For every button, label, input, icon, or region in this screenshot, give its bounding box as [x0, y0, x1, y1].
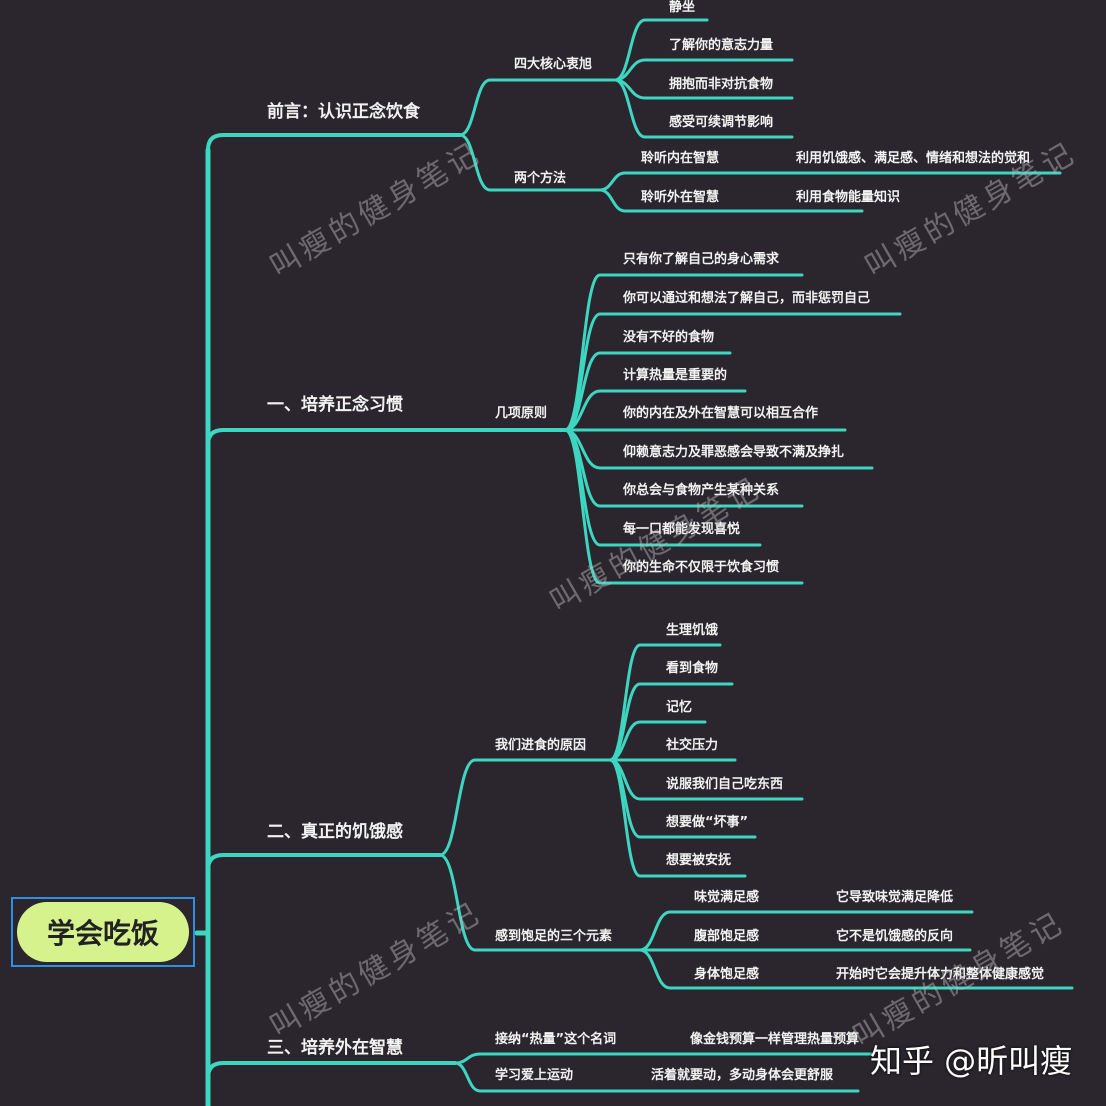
leaf[interactable]: 腹部饱足感: [694, 929, 760, 944]
leaf[interactable]: 你总会与食物产生某种关系: [623, 483, 780, 498]
connector: [206, 428, 567, 447]
leaf[interactable]: 聆听内在智慧: [641, 151, 720, 166]
connector: [453, 1052, 873, 1065]
node-four-core[interactable]: 四大核心衷旭: [514, 57, 593, 72]
leaf[interactable]: 仰赖意志力及罪恶感会导致不满及挣扎: [623, 445, 845, 460]
leaf-detail[interactable]: 它导致味觉满足降低: [836, 890, 954, 905]
leaf[interactable]: 说服我们自己吃东西: [666, 777, 784, 792]
leaf[interactable]: 感受可续调节影响: [669, 115, 774, 130]
leaf[interactable]: 静坐: [669, 0, 696, 15]
leaf[interactable]: 了解你的意志力量: [669, 38, 774, 53]
leaf[interactable]: 想要被安抚: [666, 853, 732, 868]
connector: [563, 351, 732, 432]
connector: [563, 428, 804, 585]
leaf[interactable]: 聆听外在智慧: [641, 190, 720, 205]
connector: [638, 948, 1074, 990]
leaf[interactable]: 你可以通过和想法了解自己，而非惩罚自己: [623, 291, 871, 306]
connector: [613, 78, 794, 139]
leaf[interactable]: 想要做“坏事”: [666, 815, 749, 830]
leaf[interactable]: 拥抱而非对抗食物: [669, 77, 774, 92]
leaf[interactable]: 社交压力: [666, 738, 719, 753]
leaf[interactable]: 看到食物: [666, 661, 719, 676]
leaf[interactable]: 味觉满足感: [694, 890, 760, 905]
leaf[interactable]: 计算热量是重要的: [623, 368, 728, 383]
leaf[interactable]: 身体饱足感: [694, 967, 760, 982]
zhihu-credit: 知乎 @昕叫瘦: [870, 1042, 1073, 1080]
root-node[interactable]: 学会吃饭: [17, 902, 189, 962]
branch-mindful-habits[interactable]: 一、培养正念习惯: [267, 395, 403, 415]
branch-true-hunger[interactable]: 二、真正的饥饿感: [267, 822, 403, 842]
connector: [458, 78, 617, 137]
branch-preface[interactable]: 前言：认识正念饮食: [267, 102, 420, 122]
node-principles[interactable]: 几项原则: [495, 406, 548, 421]
leaf-detail[interactable]: 它不是饥饿感的反向: [836, 929, 954, 944]
leaf-detail[interactable]: 活着就要动，多动身体会更舒服: [651, 1068, 834, 1083]
connector: [438, 853, 642, 952]
leaf[interactable]: 没有不好的食物: [623, 330, 715, 345]
root-node-frame[interactable]: 学会吃饭: [11, 897, 195, 967]
node-accept-calories[interactable]: 接纳“热量”这个名词: [495, 1032, 617, 1047]
node-two-methods[interactable]: 两个方法: [514, 171, 567, 186]
connector: [458, 133, 602, 192]
connector: [598, 188, 864, 213]
leaf[interactable]: 生理饥饿: [666, 623, 719, 638]
connector: [206, 133, 462, 152]
connector: [206, 1061, 457, 1080]
node-satiety-elements[interactable]: 感到饱足的三个元素: [495, 929, 613, 944]
leaf-detail[interactable]: 像金钱预算一样管理热量预算: [690, 1032, 860, 1047]
branch-outer-wisdom[interactable]: 三、培养外在智慧: [267, 1038, 403, 1058]
leaf[interactable]: 记忆: [666, 700, 693, 715]
leaf[interactable]: 每一口都能发现喜悦: [623, 522, 741, 537]
leaf[interactable]: 你的内在及外在智慧可以相互合作: [623, 406, 819, 421]
leaf-detail[interactable]: 开始时它会提升体力和整体健康感觉: [836, 967, 1045, 982]
connector: [438, 758, 612, 857]
connector: [453, 1061, 860, 1093]
connector: [608, 758, 747, 878]
leaf[interactable]: 只有你了解自己的身心需求: [623, 252, 780, 267]
leaf-detail[interactable]: 利用食物能量知识: [796, 190, 901, 205]
connector: [206, 853, 442, 872]
leaf-detail[interactable]: 利用饥饿感、满足感、情绪和想法的觉和: [796, 151, 1031, 166]
node-eating-reasons[interactable]: 我们进食的原因: [495, 738, 587, 753]
connector: [613, 18, 709, 82]
leaf[interactable]: 你的生命不仅限于饮食习惯: [623, 560, 780, 575]
node-love-exercise[interactable]: 学习爱上运动: [495, 1068, 574, 1083]
